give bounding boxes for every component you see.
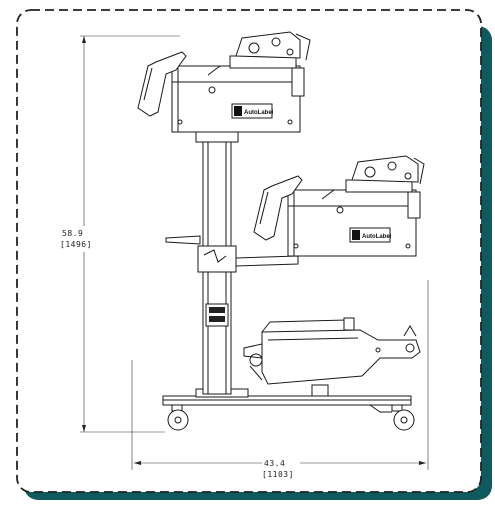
caster-right <box>391 404 415 431</box>
width-dimension: 43.4 [1103] <box>131 280 429 479</box>
logo-text-top: AutoLabel <box>244 110 274 116</box>
applicator-bottom <box>243 317 421 385</box>
applicator-top: AutoLabel <box>137 31 311 133</box>
caster-left <box>167 404 189 431</box>
height-dimension-inches: 58.9 <box>62 229 83 238</box>
support-column <box>165 131 299 395</box>
width-dimension-mm: [1103] <box>262 470 294 479</box>
logo-text-middle: AutoLabel <box>362 234 392 240</box>
applicator-middle: AutoLabel <box>253 155 425 257</box>
height-dimension-mm: [1496] <box>60 240 92 249</box>
width-dimension-inches: 43.4 <box>264 459 285 468</box>
height-dimension: 58.9 [1496] <box>60 35 180 433</box>
